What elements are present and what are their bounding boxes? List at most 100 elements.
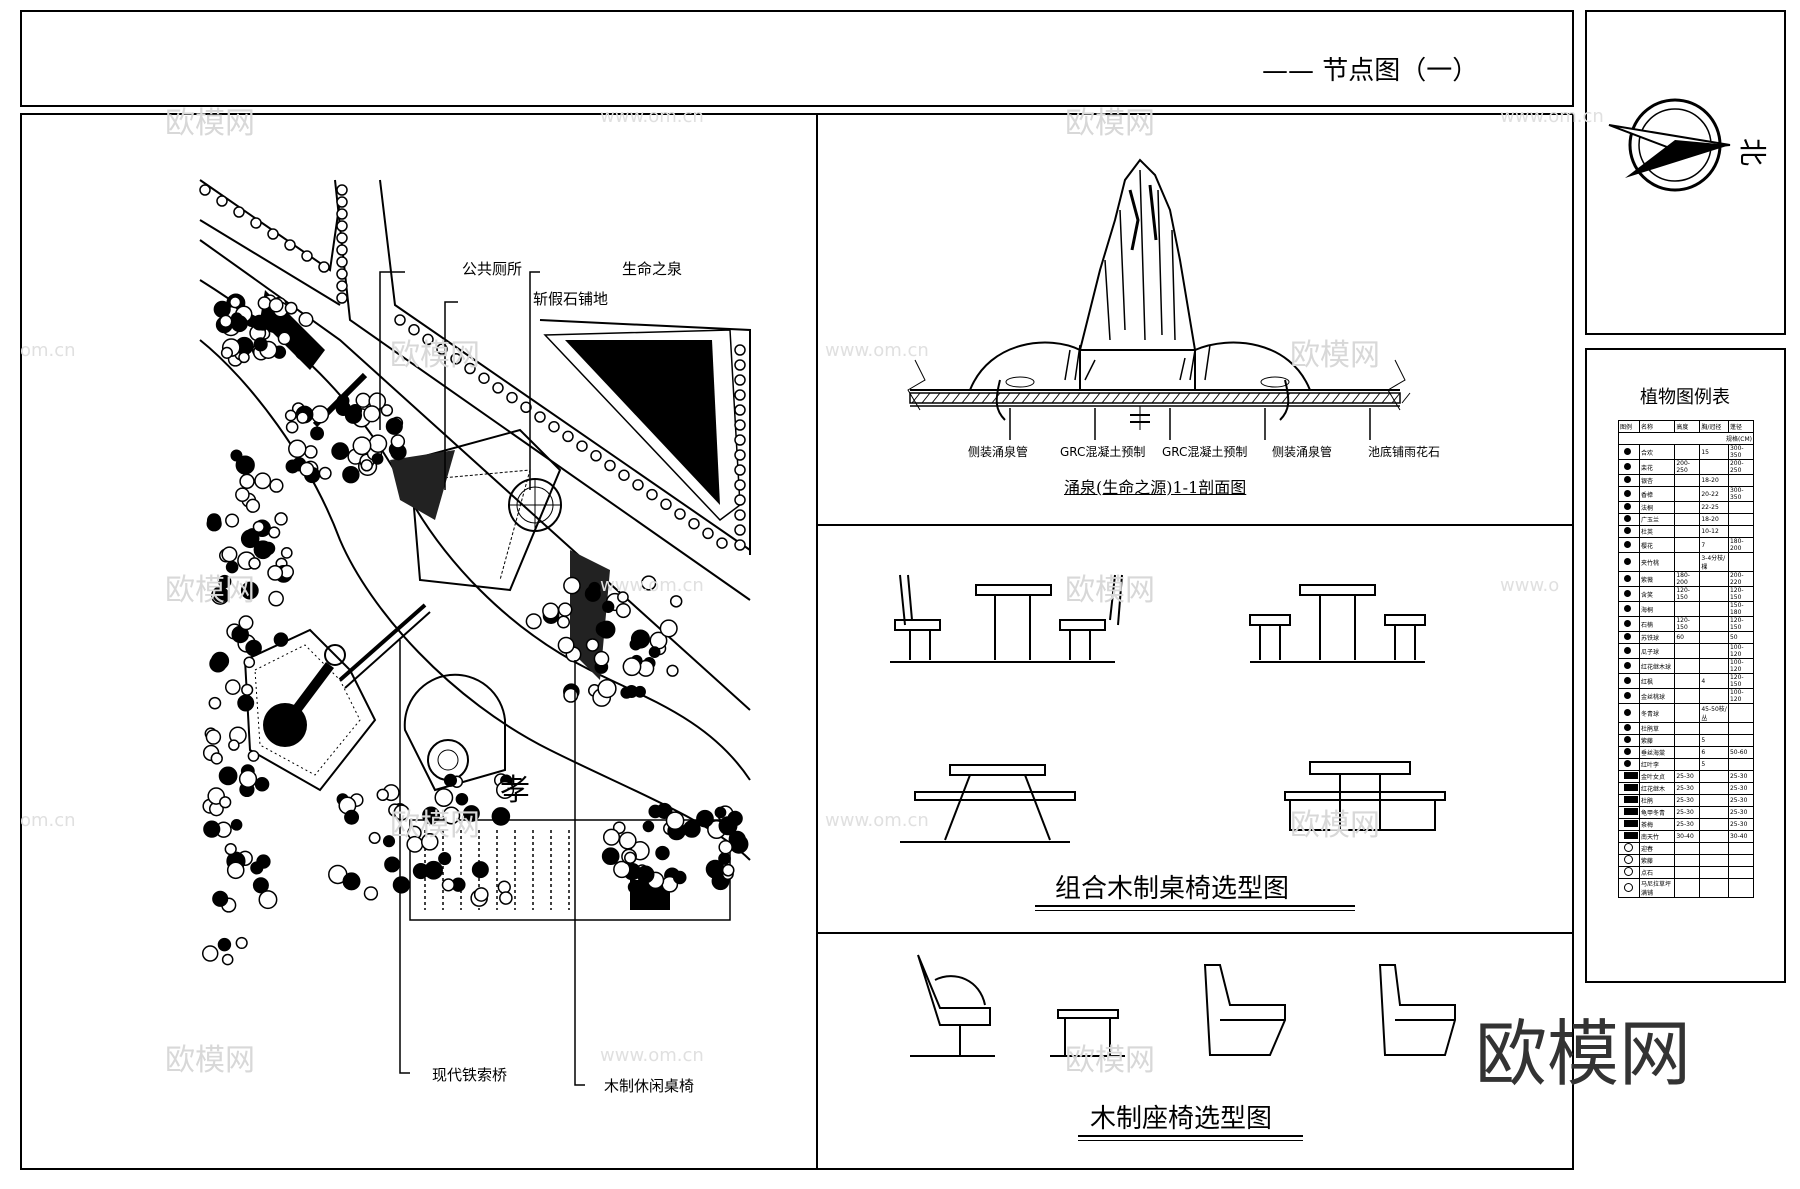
legend-cell [1674,658,1701,674]
tree-symbol-icon [220,346,234,359]
tree-symbol-icon [203,820,221,838]
hatch-line [1171,392,1181,404]
watermark-url-4: www.om.cn [825,340,929,361]
legend-cell: 120-150 [1727,616,1755,632]
tree-symbol-icon [624,851,637,865]
legend-cell: 25-30 [1674,818,1701,831]
tree-symbol-icon [238,351,250,364]
legend-cell: 樱花 [1638,537,1676,553]
legend-cell [1727,878,1755,898]
legend-cell: 迎春 [1638,842,1676,855]
north-arrow [1608,98,1731,192]
tree-symbol-icon [734,479,746,491]
plant-symbol-icon [1624,855,1633,864]
tree-symbol-icon [221,546,238,563]
tree-symbol-icon [213,300,231,318]
tree-symbol-icon [288,439,307,459]
legend-cell: 25-30 [1674,806,1701,819]
legend-cell: 18-20 [1699,513,1729,526]
fountain-label-4: 侧装涌泉管 [1272,445,1333,459]
legend-cell: 15 [1699,444,1729,460]
hatch-line [1381,392,1391,404]
legend-cell [1699,586,1729,602]
legend-symbol [1618,770,1640,783]
tree-symbol-icon [336,208,348,220]
tree-symbol-icon [240,529,260,549]
legend-cell: 金丝桃球 [1638,688,1676,704]
plant-symbol-icon [1624,867,1633,876]
legend-cell [1727,474,1755,487]
hatch-line [1341,392,1351,404]
plant-symbol-icon [1624,691,1631,699]
tree-symbol-icon [665,811,685,831]
tree-symbol-icon [615,603,631,619]
hatch-line [1331,392,1341,404]
legend-cell: 合欢 [1638,444,1676,460]
legend-cell [1699,459,1729,475]
legend-header-cell: 蓬径 [1727,420,1755,433]
watermark-9: 欧模网 [165,1043,255,1078]
label-filial-character: 孝 [500,773,530,808]
hatch-line [1131,392,1141,404]
legend-spec-cell: 规格(CM) [1618,432,1754,445]
legend-cell [1727,552,1755,572]
legend-cell: 红花继木球 [1638,658,1676,674]
legend-symbol [1618,866,1640,879]
tree-symbol-icon [734,359,746,371]
plant-symbol-icon [1624,646,1631,654]
tree-symbol-icon [218,574,232,589]
hatch-line [1121,392,1131,404]
tree-symbol-icon [304,445,318,459]
tree-symbol-icon [499,891,513,905]
tree-symbol-icon [212,586,229,603]
hatch-line [961,392,971,404]
legend-cell: 金叶女贞 [1638,770,1676,783]
tree-symbol-icon [230,819,243,831]
tree-symbol-icon [646,488,658,501]
legend-cell: 45-50枝/丛 [1699,703,1729,723]
chairs-section-title: 木制座椅选型图 [1090,1104,1273,1134]
tree-symbol-icon [688,517,700,530]
legend-cell [1674,525,1701,538]
legend-cell [1674,513,1701,526]
tree-symbol-icon [696,809,714,828]
legend-cell [1727,501,1755,514]
tables-title-underline [1035,905,1355,907]
tree-symbol-icon [473,887,489,902]
tree-symbol-icon [441,878,455,892]
legend-cell: 5 [1699,758,1729,771]
legend-symbol [1618,794,1640,807]
tree-symbol-icon [318,261,330,273]
tree-symbol-icon [230,449,243,462]
plant-symbol-icon [1624,633,1631,640]
legend-cell: 垂丝海棠 [1638,746,1676,759]
tree-symbol-icon [336,184,348,196]
label-spring-of-life: 生命之泉 [622,260,683,278]
tree-symbol-icon [734,389,746,401]
tree-symbol-icon [240,581,259,600]
legend-symbol [1618,703,1640,723]
legend-symbol [1618,474,1640,487]
hatch-line [1361,392,1371,404]
legend-cell: 50 [1727,631,1755,644]
legend-cell [1674,537,1701,553]
tree-symbol-icon [284,409,297,422]
legend-symbol [1618,444,1640,460]
legend-cell [1674,688,1701,704]
legend-header-cell: 胸/冠径 [1699,420,1729,433]
tree-symbol-icon [274,512,288,526]
tree-symbol-icon [363,405,381,423]
tree-symbol-icon [420,833,439,851]
tree-symbol-icon [209,655,227,673]
fountain-label-5: 池底铺雨花石 [1368,445,1441,459]
fountain-label-1: 侧装涌泉管 [968,445,1029,459]
tree-symbol-icon [239,473,255,489]
tree-symbol-icon [734,344,746,356]
tree-symbol-icon [618,469,630,481]
legend-cell: 25-30 [1674,794,1701,807]
